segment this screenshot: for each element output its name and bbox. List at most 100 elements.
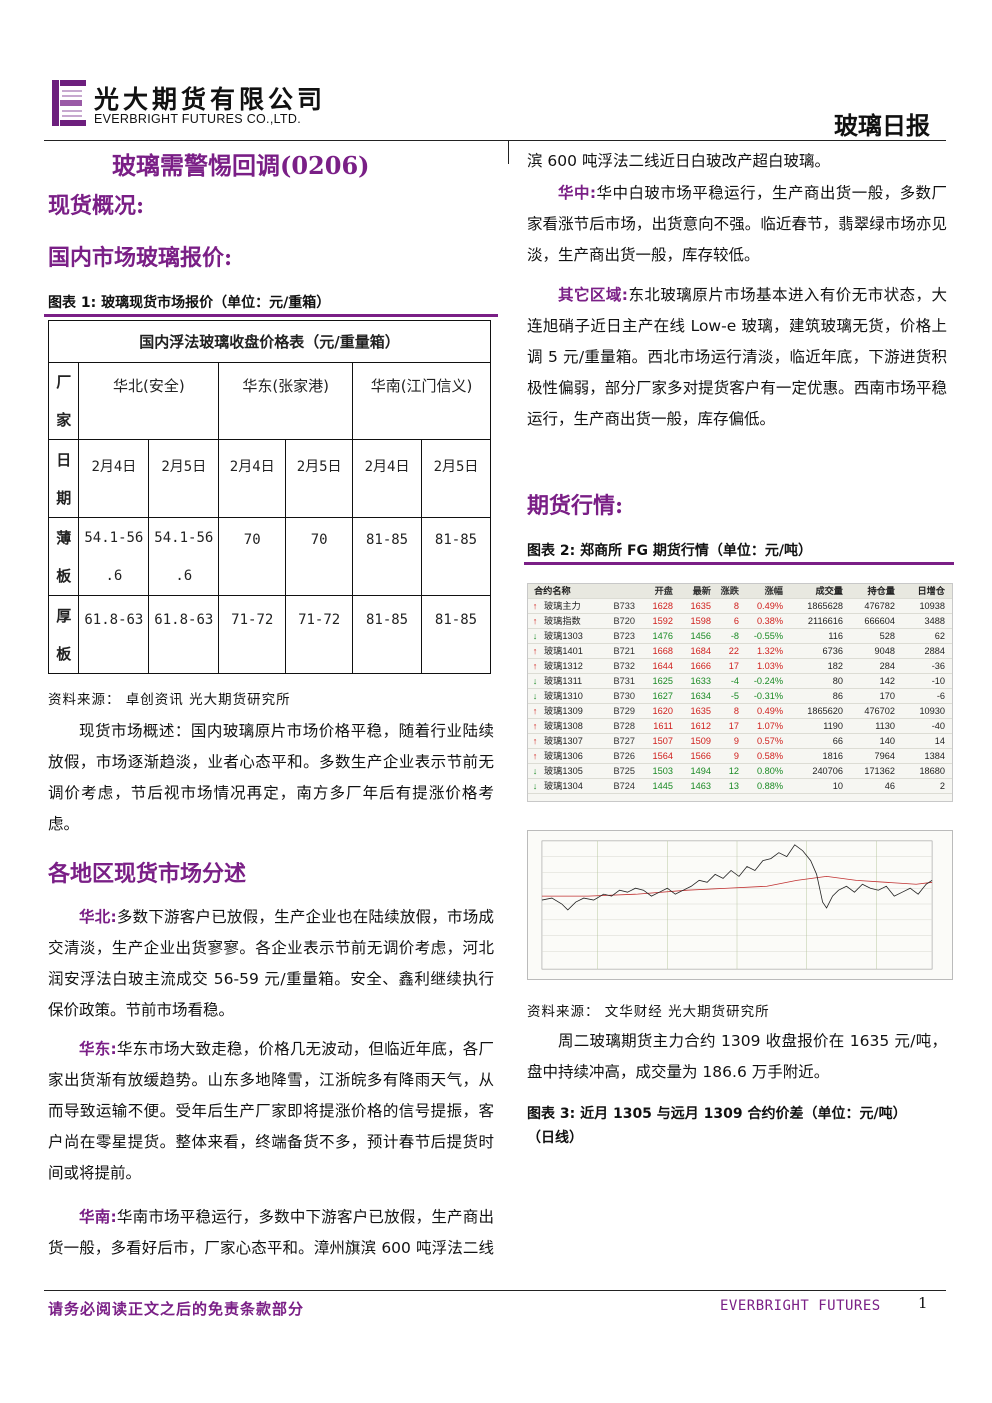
open-price: 1592 [652,616,673,626]
date-cell: 2月5日 [148,439,220,518]
daily-oi-change: 14 [934,736,945,746]
figure-1-caption: 图表 1: 玻璃现货市场报价（单位：元/重箱） [48,295,331,311]
section-domestic-price: 国内市场玻璃报价: [48,245,233,271]
region-central-text: 华中:华中白玻市场平稳运行，生产商出货一般，多数厂家看涨节后市场，出货意向不强。… [527,184,947,264]
figure-1-rule [44,314,498,317]
contract-name: 玻璃1306 [544,751,583,761]
region-other-text: 其它区域:东北玻璃原片市场基本进入有价无市状态，大连旭硝子近日主产在线 Low-… [527,286,947,428]
contract-code: B730 [613,691,635,701]
open-interest: 476702 [864,706,895,716]
contract-code: B723 [613,631,635,641]
direction-arrow-icon: ↓ [532,676,538,686]
contract-name: 玻璃1304 [544,781,583,791]
region-east-label: 华东: [79,1040,117,1058]
price-change: -8 [730,631,739,641]
daily-oi-change: 10930 [919,706,945,716]
contract-code: B729 [613,706,635,716]
figure-2-source: 资料来源： 文华财经 光大期货研究所 [527,1004,770,1020]
daily-oi-change: 1384 [924,751,945,761]
last-price: 1566 [690,751,711,761]
open-price: 1564 [652,751,673,761]
region-east: 华东(张家港) [218,362,354,440]
volume: 86 [832,691,843,701]
contract-name: 玻璃1312 [544,661,583,671]
direction-arrow-icon: ↑ [532,601,538,611]
direction-arrow-icon: ↑ [532,616,538,626]
volume: 66 [832,736,843,746]
price-change: -5 [730,691,739,701]
daily-oi-change: -40 [931,721,945,731]
thick-price-cell: 61.8-63 [78,595,150,674]
price-table-title: 国内浮法玻璃收盘价格表（元/重量箱） [48,320,491,363]
contract-name: 玻璃1303 [544,631,583,641]
volume: 2116616 [807,616,843,626]
daily-oi-change: 10938 [919,601,945,611]
daily-oi-change: 18680 [919,766,945,776]
open-interest: 46 [884,781,895,791]
direction-arrow-icon: ↑ [532,736,538,746]
region-south-label: 华南: [79,1208,117,1226]
open-price: 1476 [652,631,673,641]
open-interest: 170 [879,691,895,701]
company-name-cn: 光大期货有限公司 [94,85,327,114]
daily-oi-change: 62 [934,631,945,641]
price-change: 8 [733,706,739,716]
date-cell: 2月4日 [352,439,423,518]
last-price: 1509 [690,736,711,746]
price-change: 13 [728,781,739,791]
contract-name: 玻璃1305 [544,766,583,776]
date-cell: 2月5日 [285,439,354,518]
date-cell: 2月4日 [218,439,287,518]
thin-price-cell: 70 [285,517,354,596]
price-change-pct: 0.88% [756,781,783,791]
figure-2-rule [524,562,954,565]
contract-name: 玻璃1308 [544,721,583,731]
contract-code: B727 [613,736,635,746]
open-price: 1668 [652,646,673,656]
open-interest: 142 [879,676,895,686]
daily-oi-change: -10 [931,676,945,686]
thick-price-cell: 71-72 [218,595,287,674]
date-cell: 2月4日 [78,439,150,518]
open-price: 1644 [652,661,673,671]
thin-price-cell: 81-85 [421,517,491,596]
direction-arrow-icon: ↑ [532,646,538,656]
direction-arrow-icon: ↑ [532,661,538,671]
price-change: 6 [733,616,739,626]
direction-arrow-icon: ↓ [532,766,538,776]
last-price: 1684 [690,646,711,656]
last-price: 1635 [690,601,711,611]
contract-name: 玻璃1309 [544,706,583,716]
contract-code: B721 [613,646,635,656]
row-label-thin: 薄板 [47,517,80,596]
price-change: -4 [730,676,739,686]
last-price: 1598 [690,616,711,626]
last-price: 1666 [690,661,711,671]
price-change-pct: 1.32% [756,646,783,656]
open-price: 1445 [652,781,673,791]
price-change-pct: 0.38% [756,616,783,626]
page-number: 1 [918,1294,928,1312]
open-price: 1503 [652,766,673,776]
daily-oi-change: 3488 [924,616,945,626]
last-price: 1633 [690,676,711,686]
price-change: 17 [728,721,739,731]
contract-name: 玻璃指数 [544,616,581,626]
disclaimer-notice: 请务必阅读正文之后的免责条款部分 [48,1300,305,1318]
region-other-label: 其它区域: [558,286,628,304]
last-price: 1634 [690,691,711,701]
